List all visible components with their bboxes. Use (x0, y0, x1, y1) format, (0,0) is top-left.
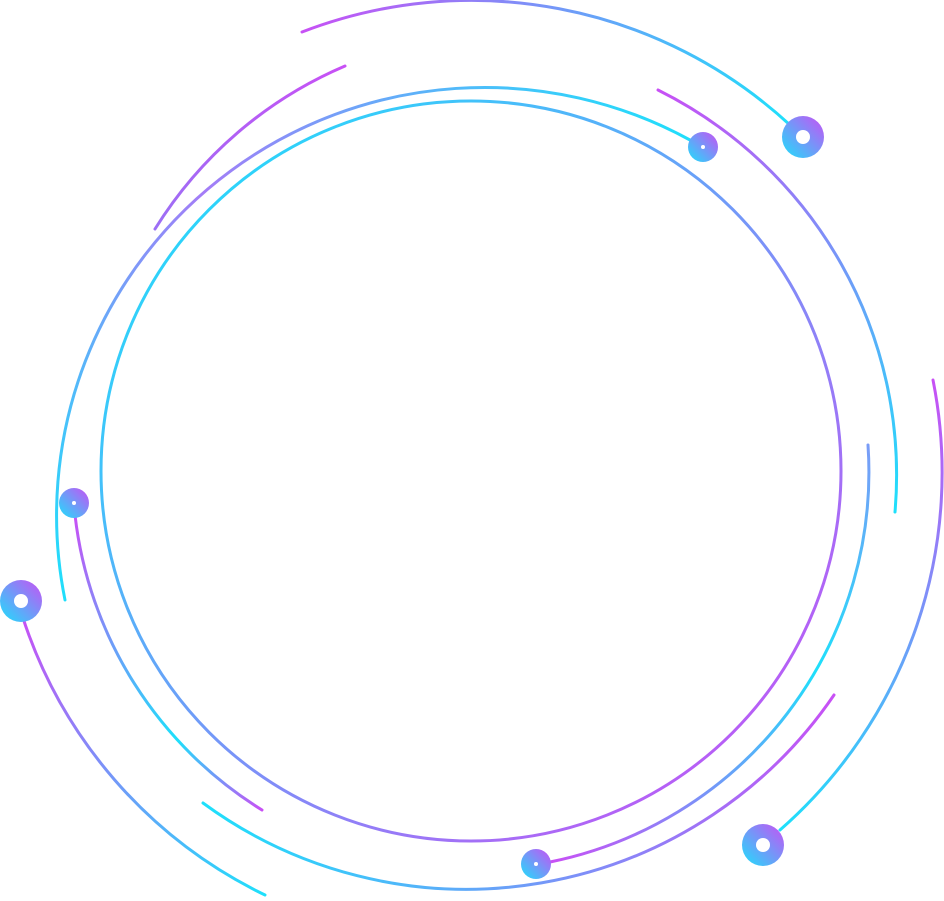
dot-top-right-small (688, 132, 718, 162)
right-inner-arc (548, 443, 871, 864)
dot-bottom-right-large (742, 824, 784, 866)
dot-bottom-small (521, 849, 551, 879)
right-arc (656, 88, 899, 514)
left-inner-arc (73, 513, 264, 812)
left-top-arc (55, 86, 692, 602)
far-right-arc (778, 378, 944, 832)
dot-top-right-large (782, 116, 824, 158)
dot-left-small (59, 488, 89, 518)
dot-left-large (0, 580, 42, 622)
inner-circle (99, 99, 843, 843)
bottom-arc (201, 693, 836, 891)
left-outer-arc (20, 613, 267, 897)
outer-top-arc (300, 0, 792, 127)
short-top-left-arc (153, 64, 347, 231)
